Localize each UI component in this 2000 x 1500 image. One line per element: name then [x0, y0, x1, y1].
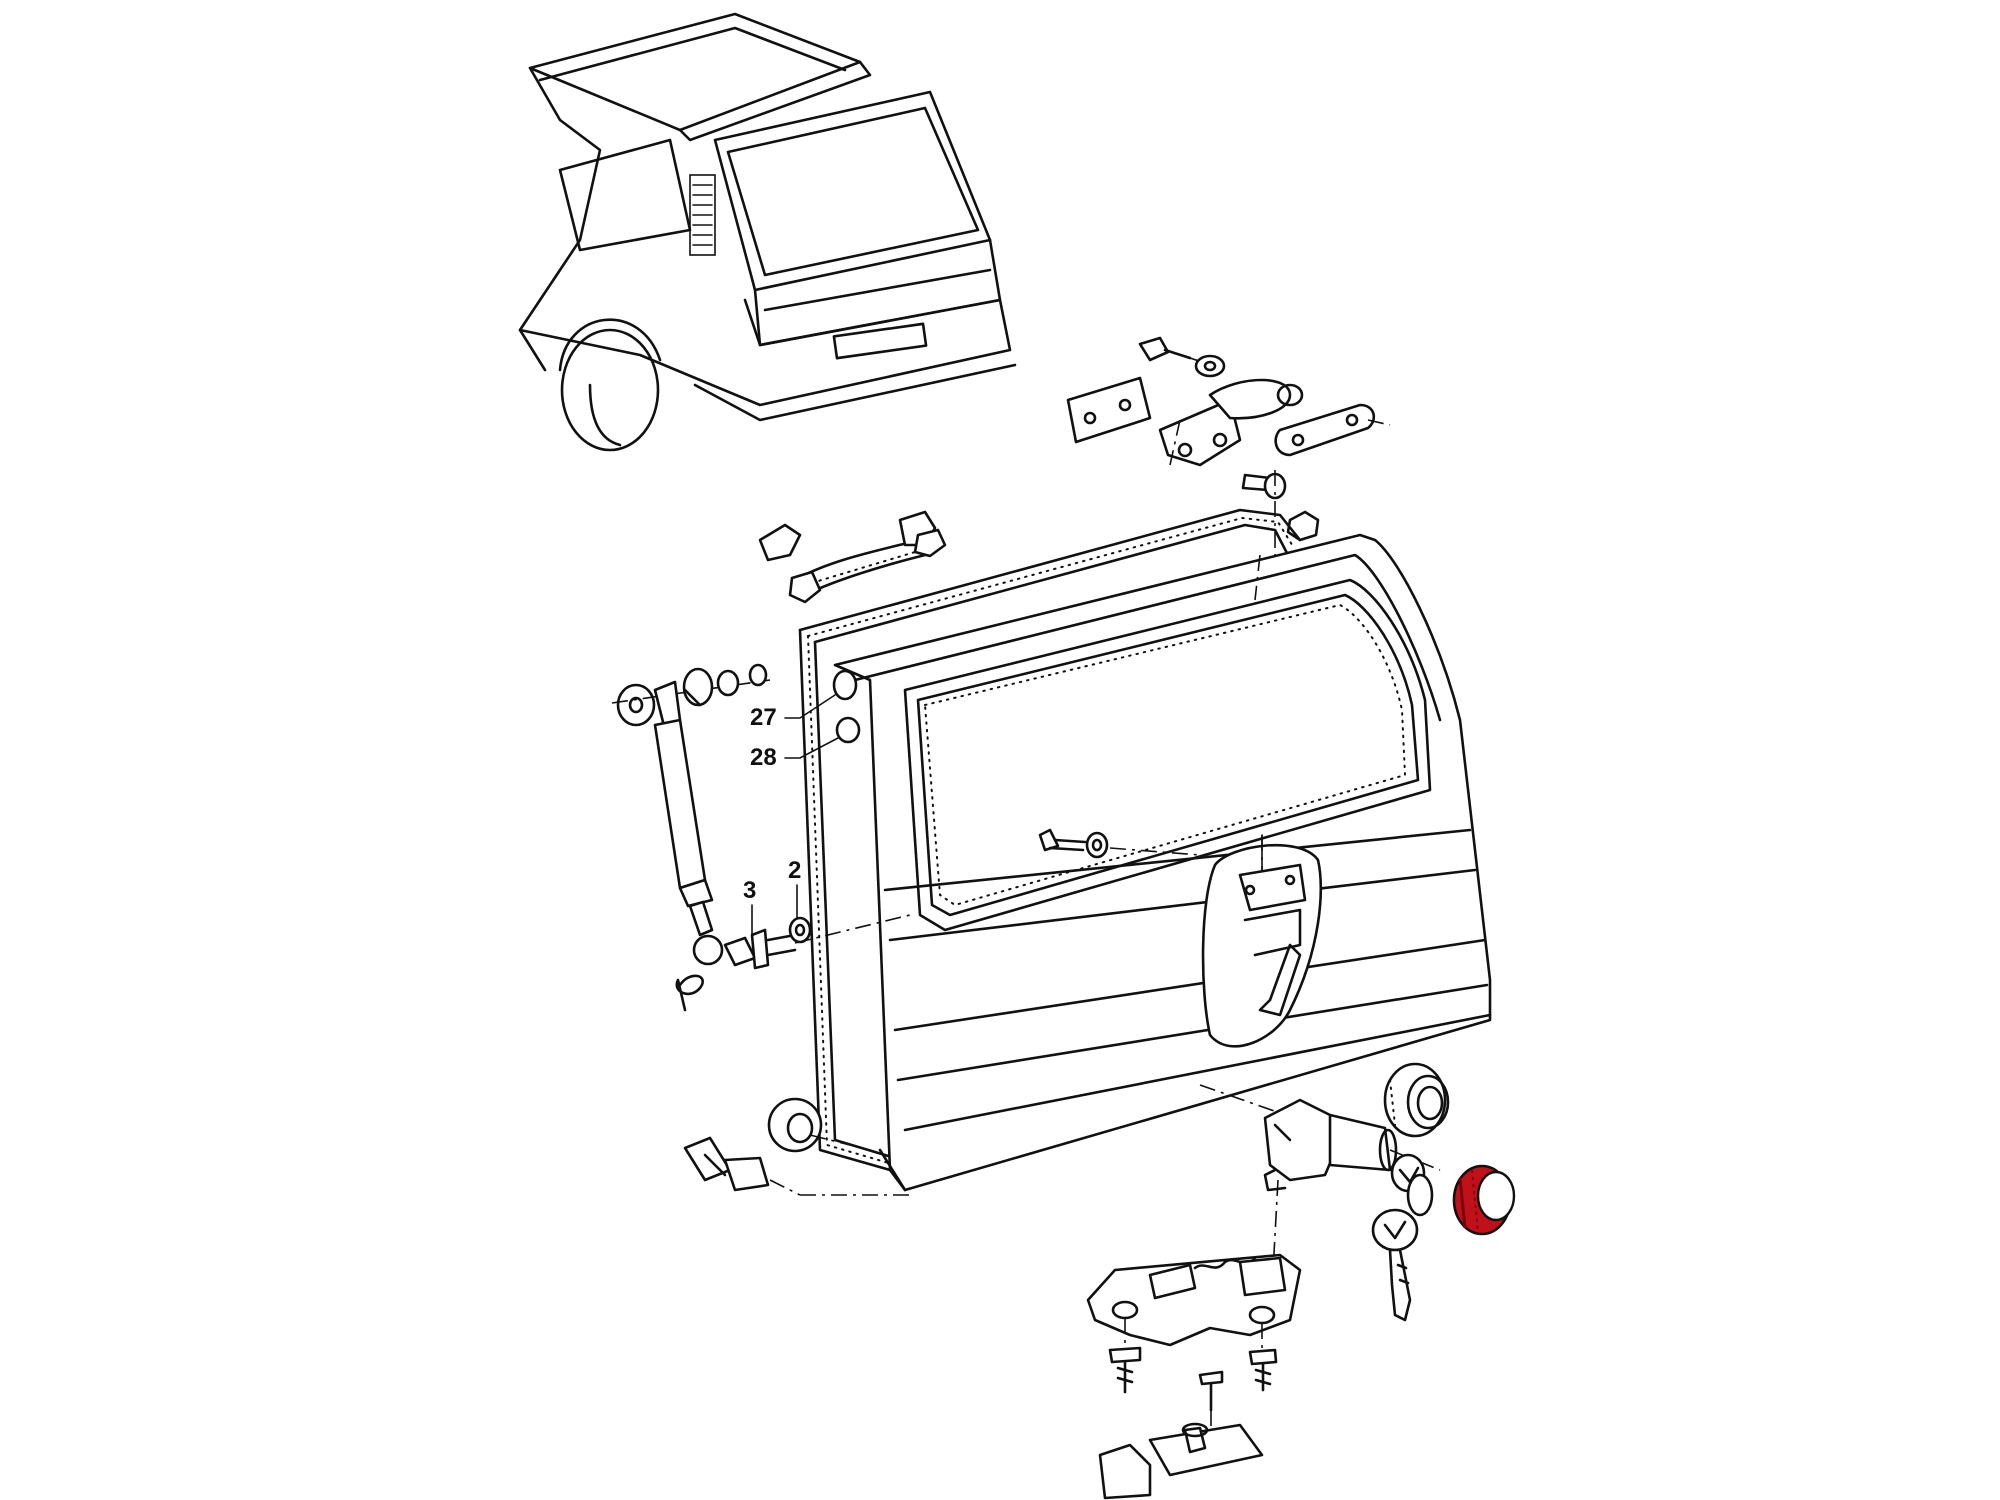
side-vent — [689, 174, 716, 256]
interior-grab-handle — [758, 510, 947, 604]
callout-28: 28 — [750, 716, 861, 771]
lock-assembly — [1199, 1062, 1516, 1322]
callout-label-2: 2 — [788, 857, 801, 884]
callout-2: 2 — [788, 857, 801, 919]
callout-27: 27 — [750, 669, 858, 731]
callout-label-27: 27 — [750, 704, 777, 731]
callout-label-3: 3 — [743, 877, 756, 904]
handle-recess — [1201, 843, 1323, 1048]
gas-strut-assembly — [611, 663, 911, 1012]
hinge-bolt — [1138, 336, 1170, 362]
tailgate-seal — [798, 508, 1302, 1172]
strut-ball-socket — [692, 934, 724, 966]
hinge-link-plate — [1274, 403, 1376, 457]
lock-cylinder-seal-ring[interactable] — [1452, 1164, 1516, 1236]
latch-assembly — [1086, 1253, 1302, 1500]
callout-3: 3 — [743, 877, 756, 936]
callout-label-28: 28 — [750, 744, 777, 771]
latch-screw-left — [1108, 1346, 1142, 1364]
strut-retaining-clip — [675, 974, 704, 1012]
striker — [1098, 1443, 1152, 1500]
washer-part-2 — [788, 916, 812, 944]
strut-rubber-grommet — [616, 683, 656, 727]
hinge-assembly — [1066, 336, 1391, 560]
license-light-screw — [1038, 828, 1201, 859]
bumper-stop-and-grommet — [683, 1097, 910, 1196]
tailgate-panel — [833, 533, 1492, 1192]
hinge-backing-plate — [1066, 376, 1152, 444]
lock-grommet — [1383, 1062, 1450, 1138]
gas-strut-cylinder — [653, 718, 707, 890]
hinge-nut — [1286, 510, 1320, 542]
latch-screw-right — [1248, 1348, 1278, 1366]
clip-28 — [835, 716, 861, 744]
rubber-grommet — [767, 1097, 823, 1153]
keys — [1371, 1153, 1434, 1322]
cap-nut-27 — [832, 669, 858, 701]
hinge-washer — [1194, 354, 1226, 378]
van-rear-illustration — [518, 12, 1017, 452]
